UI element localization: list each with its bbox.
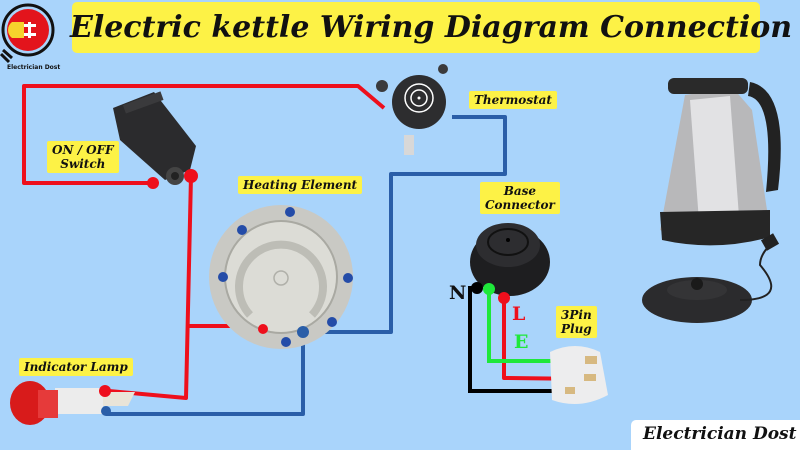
lamp-terminal-neutral bbox=[101, 406, 111, 416]
base-connector-label: Base Connector bbox=[480, 182, 560, 214]
switch-label-line1: ON / OFF bbox=[52, 143, 114, 157]
element-terminal-live bbox=[258, 324, 268, 334]
thermostat-label: Thermostat bbox=[469, 91, 557, 109]
footer-brand: Electrician Dost bbox=[631, 420, 800, 450]
kettle-icon bbox=[642, 78, 781, 323]
earth-letter: E bbox=[514, 331, 529, 353]
neutral-internal-wires bbox=[106, 115, 507, 416]
switch-terminal-1 bbox=[147, 177, 159, 189]
base-connector-icon bbox=[470, 223, 550, 296]
logo-icon bbox=[0, 3, 55, 64]
plug-label-line1: 3Pin bbox=[561, 308, 592, 322]
page-title: Electric kettle Wiring Diagram Connectio… bbox=[70, 2, 792, 53]
switch-terminal-2 bbox=[184, 169, 198, 183]
live-wire-switch-thermostat bbox=[22, 84, 386, 185]
element-terminal-neutral bbox=[297, 326, 309, 338]
switch-icon bbox=[113, 91, 196, 185]
heating-element-icon bbox=[209, 205, 353, 349]
plug-label: 3Pin Plug bbox=[556, 306, 597, 338]
neutral-wire-element-lamp bbox=[106, 332, 305, 416]
neutral-wire-thermostat-element bbox=[303, 115, 507, 334]
logo-text: Electrician Dost bbox=[7, 64, 61, 71]
connector-terminal-n bbox=[471, 282, 483, 294]
thermostat-icon bbox=[376, 64, 448, 155]
live-wire-switch-lamp bbox=[108, 175, 193, 400]
indicator-lamp-label: Indicator Lamp bbox=[19, 358, 133, 376]
connector-terminal-l bbox=[498, 292, 510, 304]
connector-terminal-e bbox=[483, 283, 495, 295]
plug-icon bbox=[550, 346, 608, 404]
live-letter: L bbox=[512, 303, 526, 325]
heating-element-label: Heating Element bbox=[238, 176, 363, 194]
indicator-lamp-icon bbox=[10, 381, 135, 425]
base-connector-label-line1: Base bbox=[503, 184, 537, 198]
neutral-letter: N bbox=[449, 282, 467, 304]
lamp-terminal-live bbox=[99, 385, 111, 397]
base-connector-label-line2: Connector bbox=[485, 198, 555, 212]
switch-label: ON / OFF Switch bbox=[47, 141, 119, 173]
switch-label-line2: Switch bbox=[60, 157, 106, 171]
live-wires bbox=[22, 84, 590, 400]
plug-label-line2: Plug bbox=[561, 322, 592, 336]
